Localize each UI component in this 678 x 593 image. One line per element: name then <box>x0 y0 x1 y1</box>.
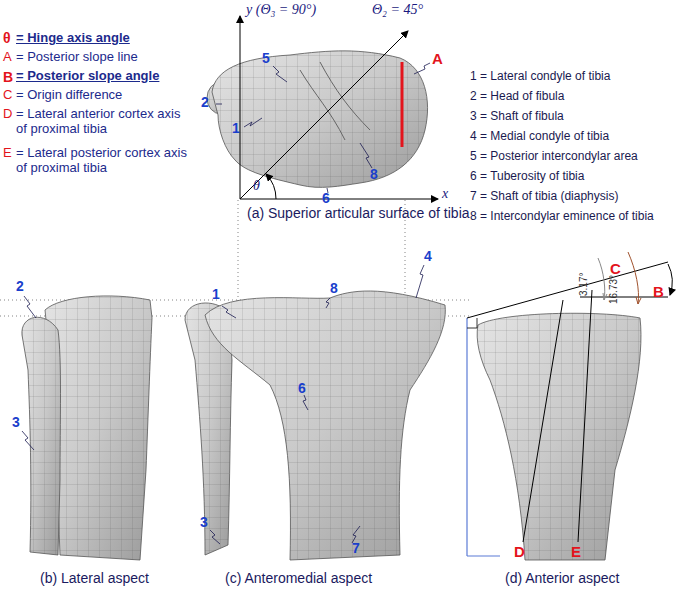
key-symbol: A <box>3 50 12 65</box>
key-symbol: B <box>3 69 13 85</box>
callout-number: 4 <box>424 248 432 264</box>
callout-number: 2 <box>201 94 209 110</box>
key-text: = Origin difference <box>16 88 122 103</box>
key-text: = Posterior slope angle <box>16 69 159 84</box>
callout-number: 1 <box>212 286 220 302</box>
key-symbol: E <box>3 146 12 161</box>
callout-number: 5 <box>262 50 270 66</box>
part-list-item: 6 = Tuberosity of tibia <box>470 170 584 184</box>
panel-caption: (d) Anterior aspect <box>505 570 619 586</box>
callout-number: 8 <box>330 280 338 296</box>
line-label: D <box>514 543 525 560</box>
line-label: A <box>432 50 443 67</box>
axis-label: Θ₂ = 45° <box>372 2 423 18</box>
part-list-item: 1 = Lateral condyle of tibia <box>470 70 610 84</box>
part-list-item: 4 = Medial condyle of tibia <box>470 130 609 144</box>
part-list-item: 8 = Intercondylar eminence of tibia <box>470 210 654 224</box>
angle-symbol: B <box>653 283 664 300</box>
key-text: = Hinge axis angle <box>16 31 130 46</box>
part-list-item: 5 = Posterior intercondylar area <box>470 150 638 164</box>
angle-value: 16.73° <box>608 275 620 304</box>
axis-label: y (Θ₃ = 90°) <box>246 2 316 18</box>
line-label: E <box>571 543 581 560</box>
axis-label: x <box>442 186 448 202</box>
callout-number: 6 <box>298 380 306 396</box>
part-list-item: 7 = Shaft of tibia (diaphysis) <box>470 190 618 204</box>
callout-number: 3 <box>12 414 20 430</box>
panel-caption: (b) Lateral aspect <box>40 570 149 586</box>
angle-label: θ <box>253 178 260 194</box>
callout-number: 2 <box>16 278 24 294</box>
key-symbol: C <box>3 88 12 103</box>
key-text: = Lateral posterior cortex axis of proxi… <box>16 146 188 176</box>
panel-caption: (c) Anteromedial aspect <box>225 570 372 586</box>
angle-symbol: C <box>610 260 621 277</box>
callout-number: 7 <box>352 540 360 556</box>
key-symbol: D <box>3 107 12 122</box>
callout-number: 6 <box>322 190 330 206</box>
key-symbol: θ <box>3 30 11 46</box>
callout-number: 8 <box>370 166 378 182</box>
key-text: = Posterior slope line <box>16 50 138 65</box>
angle-value: 3.17° <box>578 273 590 296</box>
key-text: = Lateral anterior cortex axis of proxim… <box>16 107 188 137</box>
panel-caption: (a) Superior articular surface of tibia <box>247 205 470 221</box>
part-list-item: 3 = Shaft of fibula <box>470 110 564 124</box>
part-list-item: 2 = Head of fibula <box>470 90 564 104</box>
callout-number: 1 <box>232 120 240 136</box>
callout-number: 3 <box>200 514 208 530</box>
